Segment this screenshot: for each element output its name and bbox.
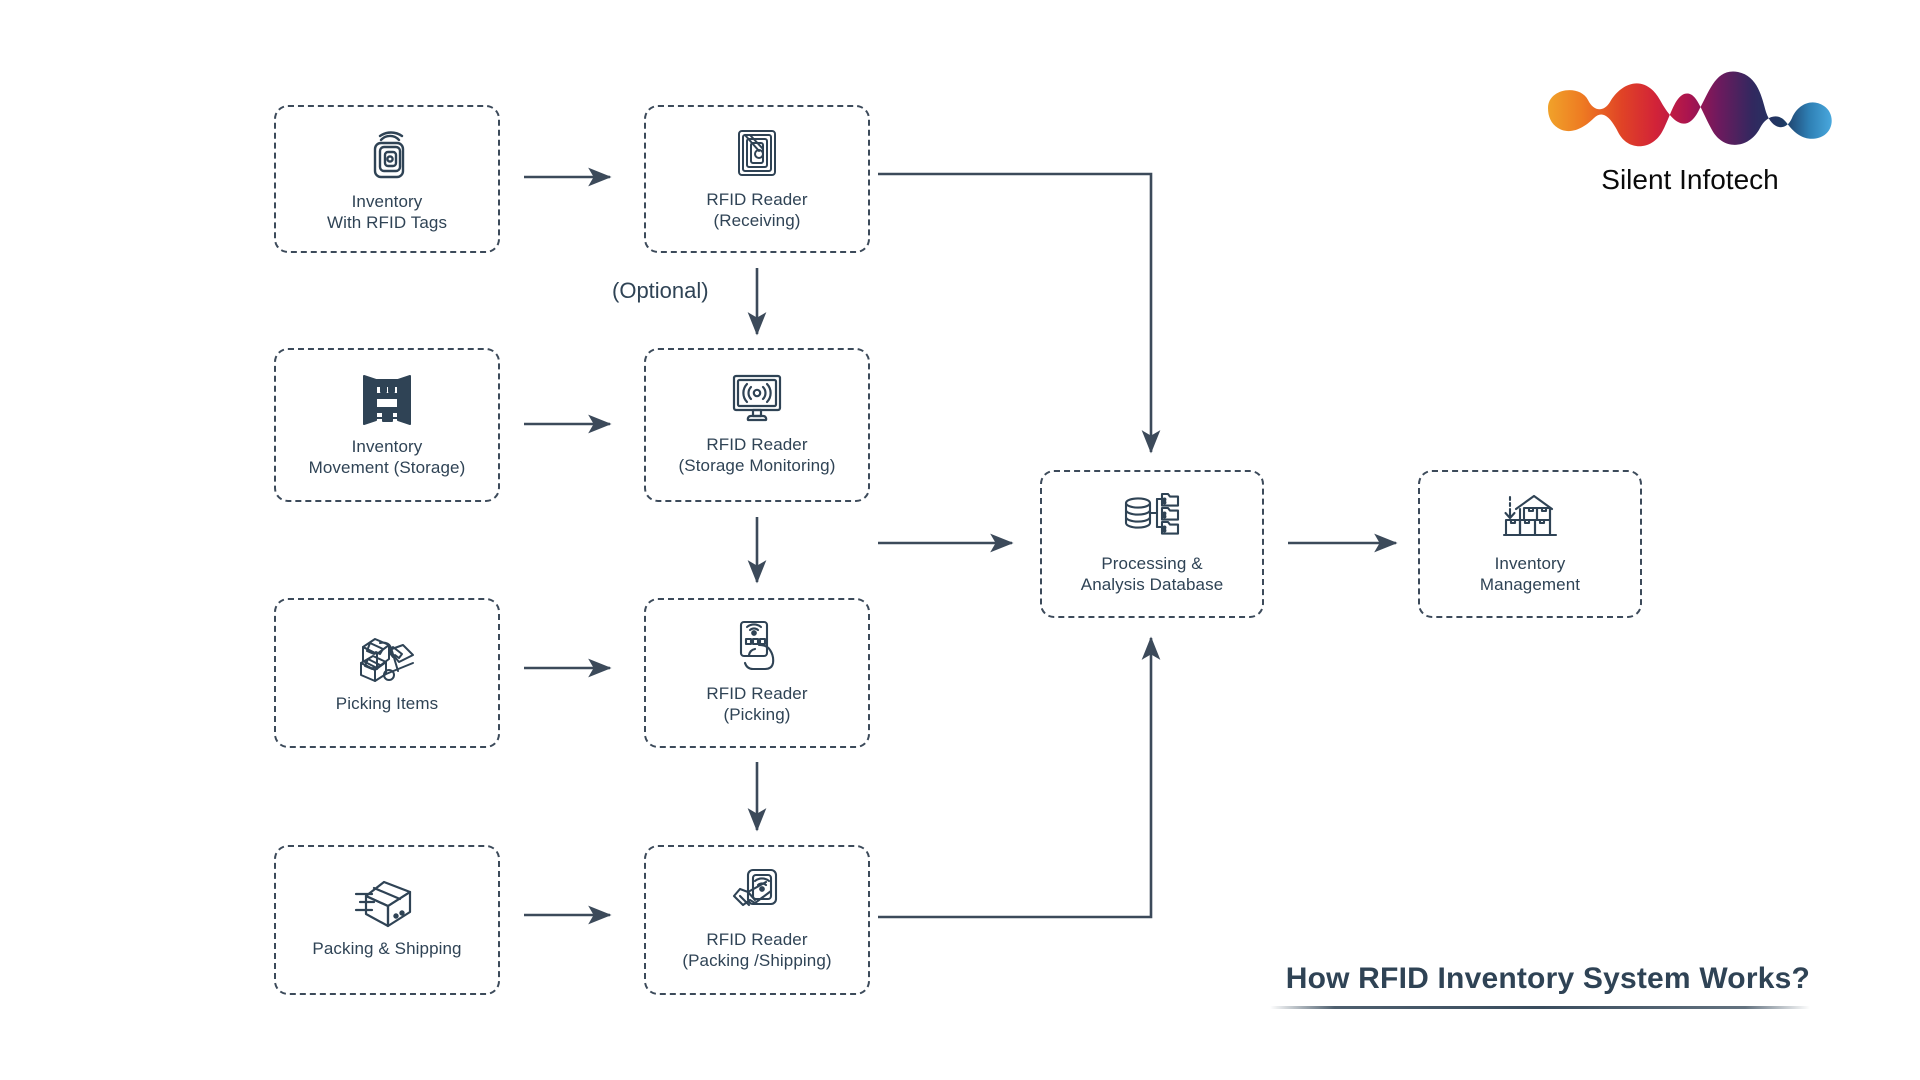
monitor-signal-icon [726, 372, 788, 428]
node-rfid-reader-packing-shipping[interactable]: RFID Reader (Packing /Shipping) [644, 845, 870, 995]
rfid-tag-icon [359, 123, 415, 185]
boxes-handtruck-icon [353, 629, 421, 687]
edge-reader-receiving-to-processing-db [878, 172, 1161, 454]
edge-reader-packing-to-processing-db [878, 636, 1161, 919]
rfid-chip-icon [729, 125, 785, 183]
node-inventory-management[interactable]: Inventory Management [1418, 470, 1642, 618]
title-underline [1270, 1006, 1810, 1009]
node-label: RFID Reader (Packing /Shipping) [682, 929, 832, 970]
node-label: Inventory Movement (Storage) [308, 436, 466, 477]
node-label: Picking Items [335, 694, 439, 714]
rfid-scan-hand-icon [728, 867, 786, 923]
node-processing-analysis-database[interactable]: Processing & Analysis Database [1040, 470, 1264, 618]
node-picking-items[interactable]: Picking Items [274, 598, 500, 748]
handheld-scanner-icon [729, 619, 785, 677]
node-inventory-movement-storage[interactable]: Inventory Movement (Storage) [274, 348, 500, 502]
node-label: Inventory Management [1479, 553, 1581, 594]
node-inventory-with-rfid-tags[interactable]: Inventory With RFID Tags [274, 105, 500, 253]
node-rfid-reader-picking[interactable]: RFID Reader (Picking) [644, 598, 870, 748]
node-label: RFID Reader (Picking) [706, 683, 808, 724]
wave-ribbon-logo [1540, 71, 1840, 159]
node-packing-and-shipping[interactable]: Packing & Shipping [274, 845, 500, 995]
node-rfid-reader-storage-monitoring[interactable]: RFID Reader (Storage Monitoring) [644, 348, 870, 502]
warehouse-racking-icon [356, 370, 418, 430]
node-label: RFID Reader (Storage Monitoring) [678, 434, 836, 475]
node-rfid-reader-receiving[interactable]: RFID Reader (Receiving) [644, 105, 870, 253]
node-label: RFID Reader (Receiving) [706, 189, 808, 230]
title-block: How RFID Inventory System Works? [1250, 962, 1810, 1009]
optional-edge-label: (Optional) [612, 278, 709, 303]
node-label: Inventory With RFID Tags [326, 191, 448, 232]
brand-block: Silent Infotech [1530, 60, 1850, 196]
shipping-box-icon [354, 878, 420, 932]
node-label: Processing & Analysis Database [1080, 553, 1224, 594]
node-label: Packing & Shipping [312, 939, 462, 959]
database-folders-icon [1121, 491, 1183, 547]
warehouse-inbound-icon [1500, 491, 1560, 547]
page-title: How RFID Inventory System Works? [1285, 962, 1810, 995]
brand-name: Silent Infotech [1601, 164, 1779, 195]
